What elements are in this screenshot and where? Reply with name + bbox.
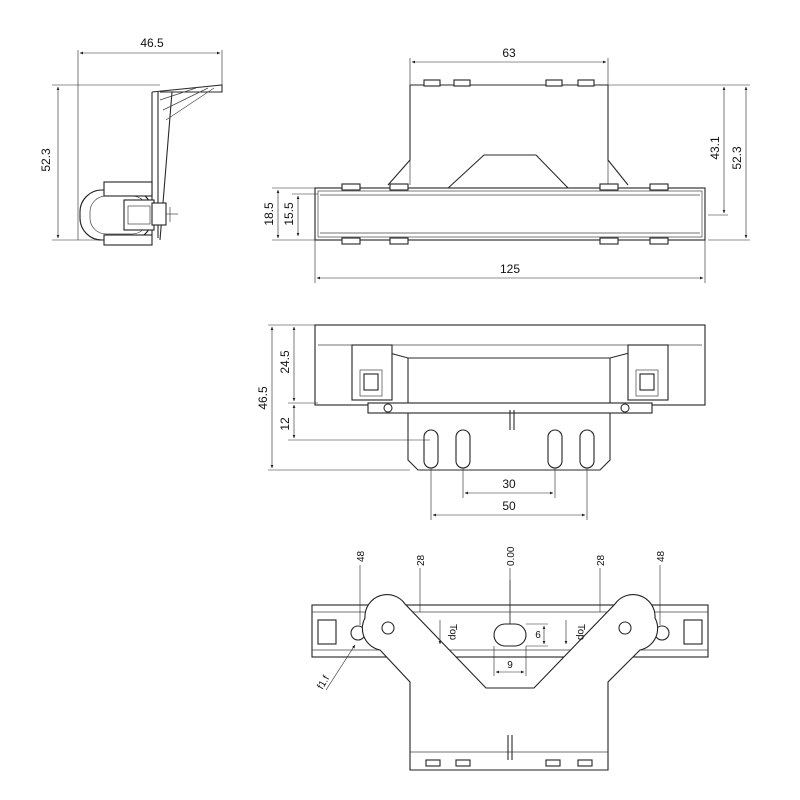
top-mark-right: Top [575, 624, 586, 641]
top-view: 46.5 24.5 12 30 50 [256, 324, 706, 520]
slot-width-label: 9 [507, 660, 513, 671]
front-top-width-label: 63 [502, 46, 516, 60]
top-h-lower-label: 12 [278, 417, 292, 431]
top-span-outer-label: 50 [502, 499, 516, 513]
slot-height-label: 6 [535, 630, 541, 641]
callout-28-left: 28 [416, 554, 427, 566]
top-h-total-label: 46.5 [256, 386, 270, 410]
top-view-pins [423, 429, 595, 469]
bottom-view: 48 28 0.00 28 48 Top Top 6 9 f1.f [311, 546, 709, 771]
front-height-b-label: 52.3 [730, 146, 744, 170]
callout-origin: 0.00 [506, 546, 517, 566]
top-h-upper-label: 24.5 [278, 350, 292, 374]
top-mark-left: Top [447, 624, 458, 641]
side-view: 46.5 52.3 [39, 36, 223, 246]
side-height-label: 52.3 [39, 148, 53, 172]
side-width-label: 46.5 [140, 36, 164, 50]
front-height-a-label: 43.1 [708, 136, 722, 160]
callout-48-right: 48 [656, 550, 667, 562]
front-view: 63 43.1 52.3 1 [262, 46, 750, 283]
callout-48-left: 48 [356, 550, 367, 562]
front-h2-label: 15.5 [282, 202, 296, 226]
callout-28-right: 28 [596, 554, 607, 566]
front-width-label: 125 [500, 262, 520, 276]
top-span-inner-label: 30 [502, 477, 516, 491]
front-h1-label: 18.5 [262, 202, 276, 226]
note-label: f1.f [316, 674, 333, 692]
